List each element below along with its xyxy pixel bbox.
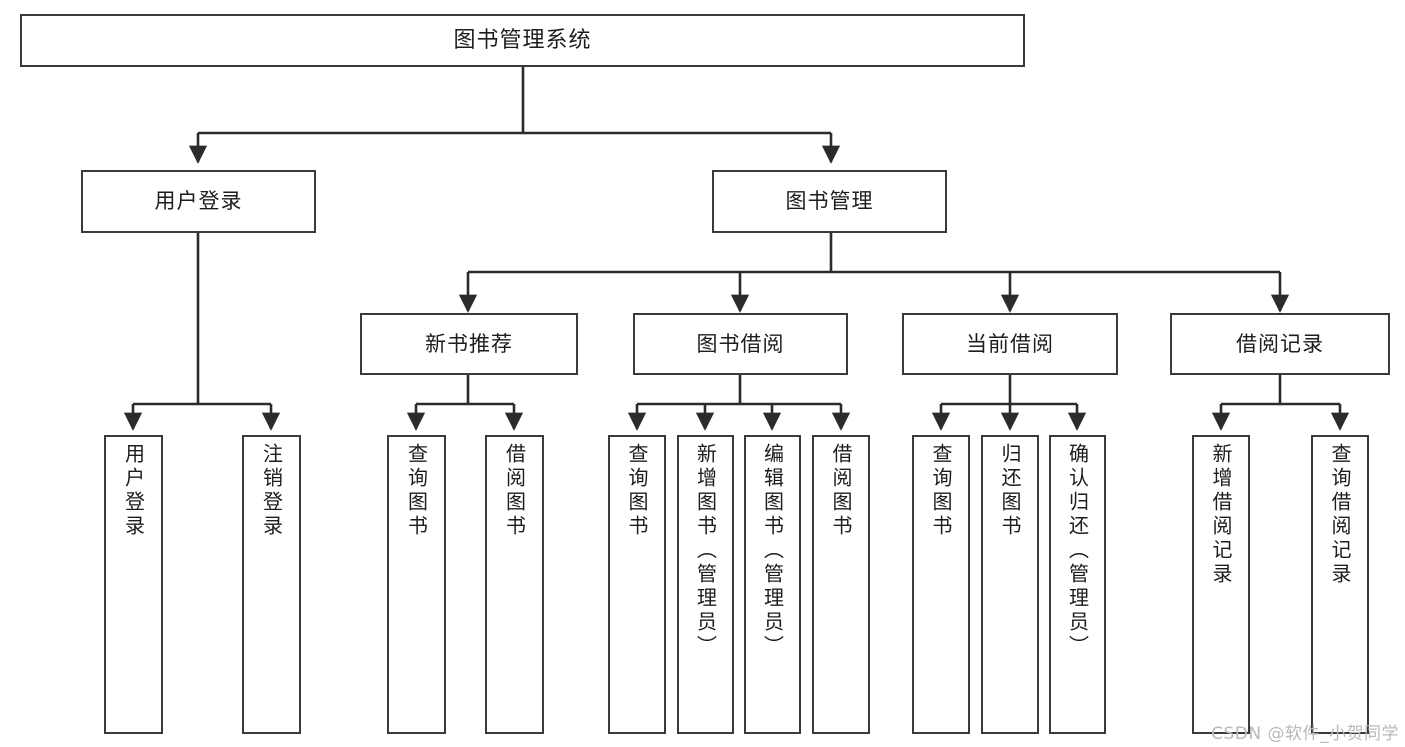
leaf-borrow-edit-book-admin[interactable]: 编辑图书（管理员）: [744, 435, 801, 734]
node-label: 当前借阅: [966, 331, 1054, 356]
node-label: 图书管理系统: [453, 27, 592, 53]
leaf-borrow-borrow-book[interactable]: 借阅图书: [812, 435, 870, 734]
node-borrow-record[interactable]: 借阅记录: [1170, 313, 1390, 375]
node-label: 查询借阅记录: [1328, 443, 1352, 587]
node-book-management[interactable]: 图书管理: [712, 170, 947, 233]
node-label: 用户登录: [121, 443, 146, 539]
node-root-system[interactable]: 图书管理系统: [20, 14, 1025, 67]
leaf-user-login-logout[interactable]: 注销登录: [242, 435, 301, 734]
node-label: 归还图书: [998, 443, 1022, 539]
leaf-record-query[interactable]: 查询借阅记录: [1311, 435, 1369, 734]
node-label: 新增图书（管理员）: [693, 443, 718, 659]
node-label: 编辑图书（管理员）: [760, 443, 785, 659]
node-book-borrow[interactable]: 图书借阅: [633, 313, 848, 375]
node-current-borrow[interactable]: 当前借阅: [902, 313, 1118, 375]
leaf-new-book-borrow[interactable]: 借阅图书: [485, 435, 544, 734]
node-new-book-recommend[interactable]: 新书推荐: [360, 313, 578, 375]
leaf-current-query-book[interactable]: 查询图书: [912, 435, 970, 734]
leaf-borrow-query-book[interactable]: 查询图书: [608, 435, 666, 734]
leaf-current-confirm-return-admin[interactable]: 确认归还（管理员）: [1049, 435, 1106, 734]
leaf-current-return-book[interactable]: 归还图书: [981, 435, 1039, 734]
leaf-record-add[interactable]: 新增借阅记录: [1192, 435, 1250, 734]
leaf-user-login-login[interactable]: 用户登录: [104, 435, 163, 734]
leaf-borrow-add-book-admin[interactable]: 新增图书（管理员）: [677, 435, 734, 734]
node-label: 查询图书: [404, 443, 429, 539]
node-label: 图书借阅: [696, 331, 785, 356]
leaf-new-book-query[interactable]: 查询图书: [387, 435, 446, 734]
node-label: 新增借阅记录: [1209, 443, 1233, 587]
node-label: 借阅图书: [502, 443, 527, 539]
node-label: 查询图书: [929, 443, 953, 539]
node-label: 确认归还（管理员）: [1065, 443, 1090, 659]
node-label: 借阅图书: [829, 443, 853, 539]
csdn-watermark: CSDN @软件_小贺同学: [1211, 724, 1399, 744]
node-label: 注销登录: [259, 443, 284, 539]
node-label: 图书管理: [785, 189, 874, 214]
node-label: 新书推荐: [425, 331, 513, 356]
node-label: 查询图书: [625, 443, 649, 539]
node-label: 借阅记录: [1236, 331, 1324, 356]
node-label: 用户登录: [154, 189, 243, 214]
node-user-login[interactable]: 用户登录: [81, 170, 316, 233]
